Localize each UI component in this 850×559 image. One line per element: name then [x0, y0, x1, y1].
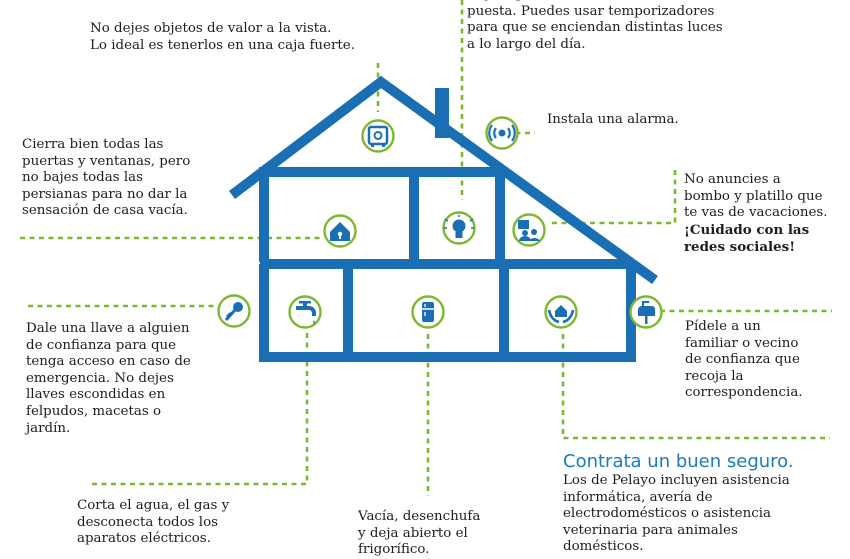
- tip-insurance: Los de Pelayo incluyen asistencia inform…: [563, 473, 790, 555]
- tip-valuables: No dejes objetos de valor a la vista. Lo…: [90, 21, 355, 53]
- icons: [217, 116, 663, 329]
- tip-fridge: Vacía, desenchufa y deja abierto el frig…: [358, 509, 481, 558]
- upper-floor-walls: [259, 167, 505, 262]
- tip-doors: Cierra bien todas las puertas y ventanas…: [22, 137, 191, 219]
- faucet-icon: [288, 295, 322, 329]
- people-icon: [512, 213, 546, 247]
- connector-water: [92, 333, 309, 486]
- insurance-title: Contrata un buen seguro.: [563, 451, 794, 472]
- tip-keys: Dale una llave a alguien de confianza pa…: [26, 321, 191, 436]
- tip-social: No anuncies a bombo y platillo que te va…: [684, 172, 828, 257]
- tip-social-bold: ¡Cuidado con las redes sociales!: [684, 221, 810, 256]
- connector-social: [552, 170, 677, 225]
- safe-icon: [361, 119, 395, 153]
- alarm-icon: [485, 116, 519, 150]
- lightbulb-icon: [442, 211, 476, 245]
- tip-lights: Deja alguna luz encendida o la música pu…: [467, 0, 728, 52]
- key-icon: [217, 294, 251, 328]
- tip-mail: Pídele a un familiar o vecino de confian…: [685, 319, 803, 401]
- hands-house-icon: [544, 295, 578, 329]
- mailbox-icon: [629, 295, 663, 329]
- roof: [228, 75, 658, 285]
- chimney: [435, 88, 449, 138]
- connector-lines: [20, 0, 832, 496]
- house-lock-icon: [323, 214, 357, 248]
- tip-social-text: No anuncies a bombo y platillo que te va…: [684, 172, 828, 221]
- fridge-icon: [411, 295, 445, 329]
- tip-water: Corta el agua, el gas y desconecta todos…: [77, 498, 230, 547]
- tip-alarm: Instala una alarma.: [547, 112, 679, 127]
